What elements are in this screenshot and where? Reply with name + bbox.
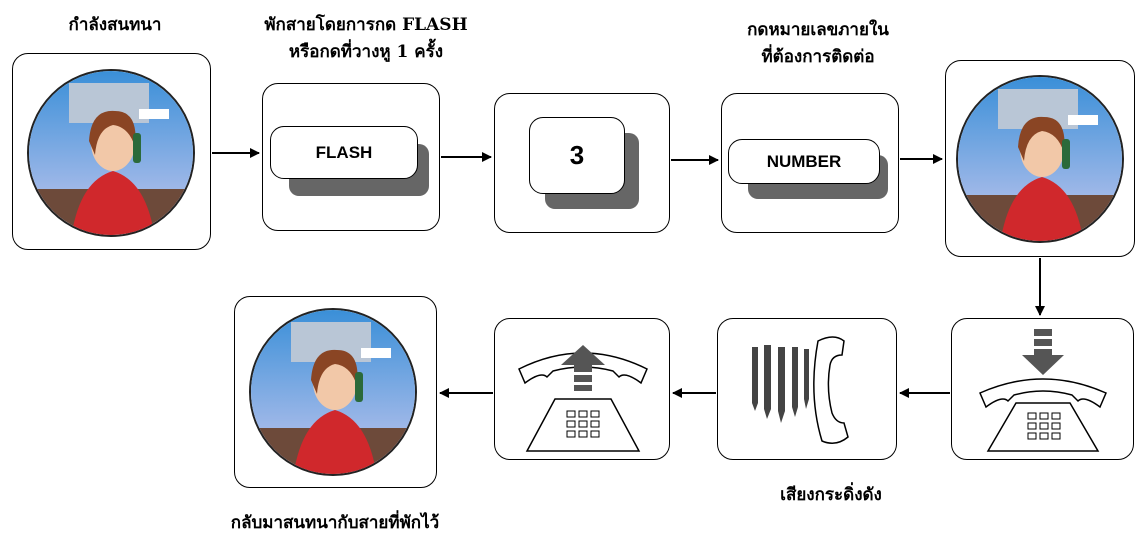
label-hold-line2: หรือกดที่วางหู 1 ครั้ง <box>288 42 444 62</box>
label-hold: พักสายโดยการกด FLASH หรือกดที่วางหู 1 คร… <box>238 12 494 66</box>
label-dial: กดหมายเลขภายใน ที่ต้องการติดต่อ <box>728 17 908 71</box>
step-talking-box <box>12 53 211 250</box>
label-hold-line1: พักสายโดยการกด FLASH <box>264 15 468 35</box>
three-key: 3 <box>529 117 625 194</box>
label-return: กลับมาสนทนากับสายที่พักไว้ <box>230 513 440 533</box>
telephone-handset-down-icon <box>979 329 1107 452</box>
number-key: NUMBER <box>728 139 880 184</box>
label-dial-line2: ที่ต้องการติดต่อ <box>761 47 875 67</box>
step-return-box <box>234 296 437 488</box>
woman-on-phone-icon <box>249 308 417 476</box>
woman-on-phone-icon <box>956 75 1124 243</box>
flash-key: FLASH <box>270 126 418 179</box>
step-connected-box <box>945 60 1135 257</box>
step-handset-up-box <box>494 318 670 460</box>
label-dial-line1: กดหมายเลขภายใน <box>747 20 889 40</box>
ringing-handset-icon <box>752 336 849 444</box>
label-ringing: เสียงกระดิ่งดัง <box>780 485 882 505</box>
step-handset-down-box <box>951 318 1134 460</box>
telephone-handset-lifted-icon <box>518 345 648 452</box>
label-talking: กำลังสนทนา <box>68 15 162 35</box>
step-ringing-box <box>717 318 897 460</box>
